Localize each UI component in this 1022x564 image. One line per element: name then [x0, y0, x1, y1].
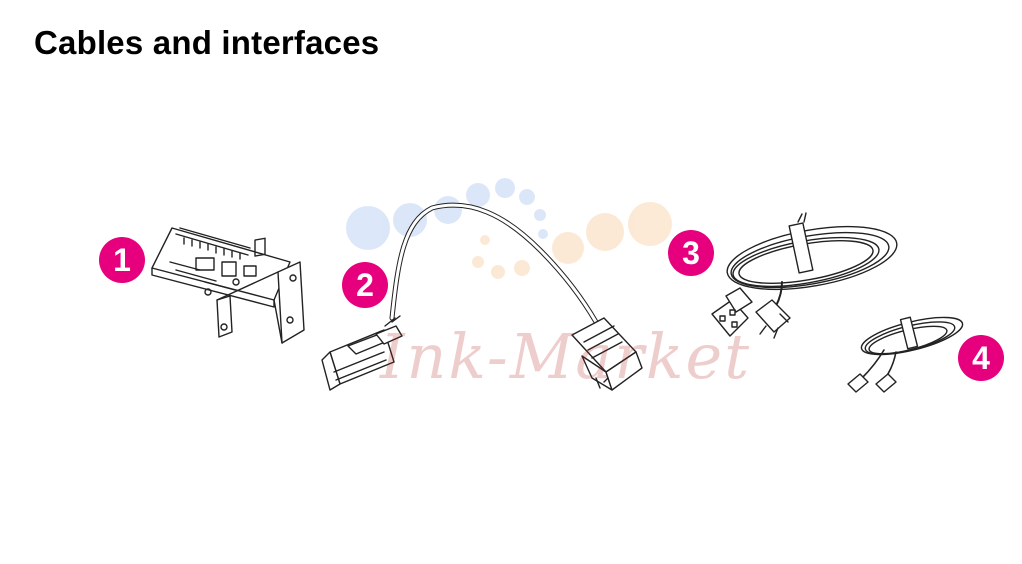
phone-cord-icon [847, 316, 964, 393]
callout-2: 2 [342, 262, 388, 308]
eio-card-icon [151, 227, 305, 344]
callout-1: 1 [99, 237, 145, 283]
page-title: Cables and interfaces [34, 24, 380, 61]
callout-4: 4 [958, 335, 1004, 381]
power-cord-icon [711, 212, 898, 339]
parallel-cable-icon [321, 202, 643, 391]
callout-3: 3 [668, 230, 714, 276]
